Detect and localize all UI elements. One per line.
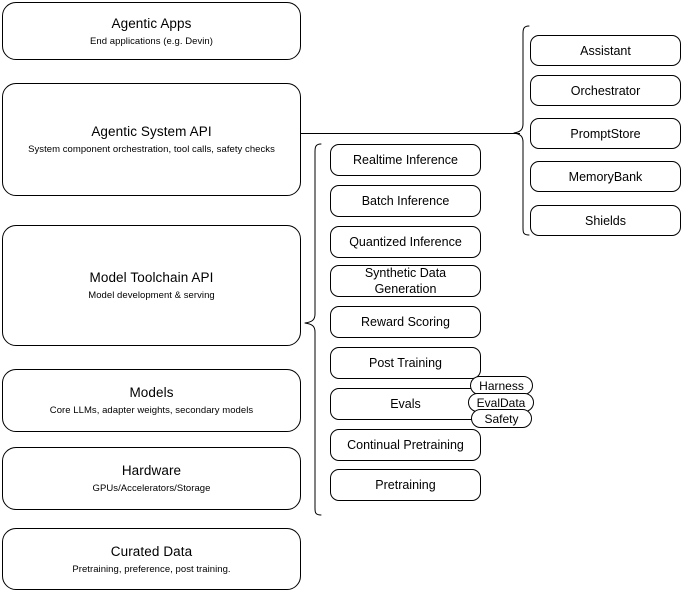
layer-subtitle: GPUs/Accelerators/Storage xyxy=(92,483,211,494)
capability-post-training[interactable]: Post Training xyxy=(330,347,481,379)
layer-subtitle: Pretraining, preference, post training. xyxy=(72,563,231,575)
layer-subtitle: Model development & serving xyxy=(88,290,215,301)
layer-title: Curated Data xyxy=(110,543,193,559)
bracket-system-components xyxy=(512,20,532,240)
capability-label: Continual Pretraining xyxy=(347,438,464,452)
capability-continual-pretraining[interactable]: Continual Pretraining xyxy=(330,429,481,461)
system-component-orchestrator[interactable]: Orchestrator xyxy=(530,75,681,106)
capability-label: Pretraining xyxy=(375,478,436,492)
evals-subcomponent-safety[interactable]: Safety xyxy=(471,409,532,428)
layer-card-models[interactable]: Models Core LLMs, adapter weights, secon… xyxy=(2,369,301,432)
layer-title: Model Toolchain API xyxy=(89,270,214,285)
system-component-assistant[interactable]: Assistant xyxy=(530,35,681,66)
capability-realtime-inference[interactable]: Realtime Inference xyxy=(330,144,481,176)
layer-subtitle: End applications (e.g. Devin) xyxy=(90,35,213,47)
layer-card-model-toolchain-api[interactable]: Model Toolchain API Model development & … xyxy=(2,225,301,346)
system-component-shields[interactable]: Shields xyxy=(530,205,681,236)
evals-subcomponent-evaldata[interactable]: EvalData xyxy=(468,393,534,412)
layer-title: Hardware xyxy=(121,463,182,478)
capability-evals[interactable]: Evals xyxy=(330,388,481,420)
layer-card-curated-data[interactable]: Curated Data Pretraining, preference, po… xyxy=(2,528,301,590)
capability-quantized-inference[interactable]: Quantized Inference xyxy=(330,226,481,258)
layer-card-agentic-system-api[interactable]: Agentic System API System component orch… xyxy=(2,83,301,196)
layer-title: Models xyxy=(129,385,174,400)
evals-subcomponent-label: Harness xyxy=(479,378,524,393)
capability-label: Evals xyxy=(390,397,421,411)
system-component-label: Shields xyxy=(585,213,626,228)
layer-title: Agentic Apps xyxy=(111,15,192,31)
system-component-promptstore[interactable]: PromptStore xyxy=(530,118,681,149)
capability-label: Synthetic Data Generation xyxy=(364,266,447,296)
system-component-memorybank[interactable]: MemoryBank xyxy=(530,161,681,192)
layer-title: Agentic System API xyxy=(91,124,212,139)
capability-batch-inference[interactable]: Batch Inference xyxy=(330,185,481,217)
layer-card-hardware[interactable]: Hardware GPUs/Accelerators/Storage xyxy=(2,447,301,510)
capability-reward-scoring[interactable]: Reward Scoring xyxy=(330,306,481,338)
system-component-label: PromptStore xyxy=(570,126,641,141)
capability-pretraining[interactable]: Pretraining xyxy=(330,469,481,501)
layer-subtitle: System component orchestration, tool cal… xyxy=(28,144,275,155)
capability-label: Batch Inference xyxy=(361,194,450,208)
system-component-label: MemoryBank xyxy=(568,169,643,184)
evals-subcomponent-label: Safety xyxy=(484,411,519,426)
capability-label: Realtime Inference xyxy=(353,153,458,167)
connector-system-api-to-components xyxy=(301,133,520,134)
layer-subtitle: Core LLMs, adapter weights, secondary mo… xyxy=(49,405,254,416)
capability-label: Reward Scoring xyxy=(361,315,450,329)
bracket-toolchain-capabilities xyxy=(300,138,324,520)
system-component-label: Orchestrator xyxy=(570,83,641,98)
capability-label: Quantized Inference xyxy=(349,235,462,249)
evals-subcomponent-label: EvalData xyxy=(476,395,526,410)
layer-card-agentic-apps[interactable]: Agentic Apps End applications (e.g. Devi… xyxy=(2,2,301,60)
capability-synthetic-data-generation[interactable]: Synthetic Data Generation xyxy=(330,265,481,297)
capability-label: Post Training xyxy=(369,356,442,370)
system-component-label: Assistant xyxy=(580,43,631,58)
